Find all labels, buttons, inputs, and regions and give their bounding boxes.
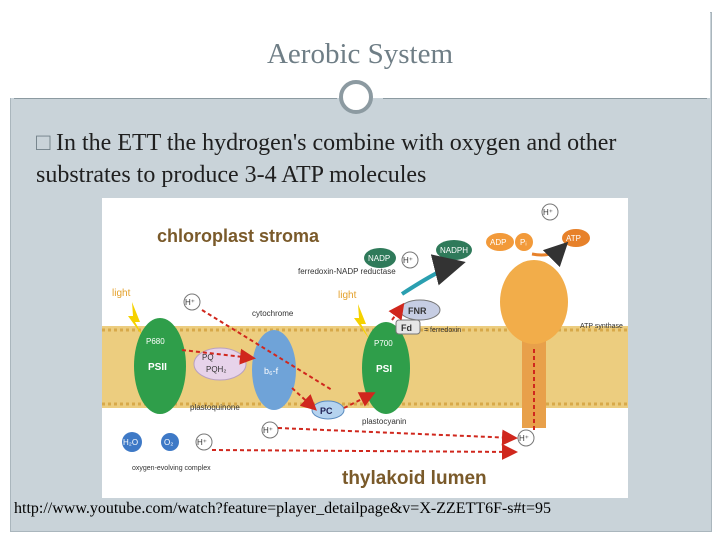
ring-ornament-icon xyxy=(339,80,373,114)
adp-blob xyxy=(486,233,514,251)
cytochrome-label: cytochrome xyxy=(252,309,294,318)
h2o-label: H₂O xyxy=(123,438,138,447)
fnr-reductase-label: ferredoxin-NADP reductase xyxy=(298,267,396,276)
bullet-text: In the ETT the hydrogen's combine with o… xyxy=(36,130,617,188)
svg-text:H⁺: H⁺ xyxy=(403,256,413,265)
p680-label: P680 xyxy=(146,337,165,346)
ferredoxin-label: = ferredoxin xyxy=(424,327,461,334)
light-bolt-right-icon xyxy=(354,304,370,340)
plastocyanin-label: plastocyanin xyxy=(362,417,406,426)
nadp-blob xyxy=(364,248,396,268)
svg-text:H⁺: H⁺ xyxy=(263,426,273,435)
svg-text:H⁺: H⁺ xyxy=(519,434,529,443)
fnr-label: FNR xyxy=(408,306,427,316)
nadph-label: NADPH xyxy=(440,246,468,255)
nadph-arrow xyxy=(400,254,466,296)
plastoquinone-label: plastoquinone xyxy=(190,403,240,412)
psii-label: PSII xyxy=(148,362,167,373)
light-label-left: light xyxy=(112,288,131,299)
video-url: http://www.youtube.com/watch?feature=pla… xyxy=(14,500,551,517)
adp-label: ADP xyxy=(490,238,506,247)
b6f-label: b₆-f xyxy=(264,366,279,376)
ferredoxin-box xyxy=(395,319,421,335)
pi-blob xyxy=(515,233,533,251)
lumen-label: thylakoid lumen xyxy=(342,468,487,489)
pi-label: Pᵢ xyxy=(520,238,527,247)
psi-label: PSI xyxy=(376,364,392,375)
title-divider-left xyxy=(14,98,337,99)
oxygen-blob xyxy=(161,433,179,451)
psii-complex xyxy=(134,318,186,414)
atp-synthase-head xyxy=(500,260,568,344)
nadp-label: NADP xyxy=(368,254,390,263)
p700-label: P700 xyxy=(374,339,393,348)
diagram-svg: chloroplast stroma thylakoid lumen light… xyxy=(102,203,628,489)
light-label-right: light xyxy=(338,290,357,301)
atp-arrow xyxy=(531,241,569,268)
stroma-label: chloroplast stroma xyxy=(157,226,320,246)
slide-title: Aerobic System xyxy=(266,38,454,70)
proton-markers: H⁺ H⁺ H⁺ H⁺ H⁺ H⁺ xyxy=(183,203,559,451)
psi-complex xyxy=(362,322,410,414)
title-divider-right xyxy=(383,98,707,99)
svg-text:H⁺: H⁺ xyxy=(197,438,207,447)
atp-synthase-label: ATP synthase xyxy=(580,323,623,330)
atp-blob xyxy=(562,229,590,247)
atp-label: ATP xyxy=(566,234,581,243)
pq-label: PQ xyxy=(202,353,214,362)
cytochrome-complex xyxy=(252,330,296,410)
water-blob xyxy=(122,432,142,452)
bullet-paragraph: □In the ETT the hydrogen's combine with … xyxy=(36,127,696,191)
pqh2-label: PQH₂ xyxy=(206,365,226,374)
oec-label: oxygen-evolving complex xyxy=(132,465,211,472)
fd-label: Fd xyxy=(401,323,412,333)
svg-text:H⁺: H⁺ xyxy=(185,298,195,307)
o2-label: O₂ xyxy=(164,438,173,447)
pc-label: PC xyxy=(320,406,333,416)
svg-text:H⁺: H⁺ xyxy=(543,208,553,217)
light-bolt-left-icon xyxy=(128,302,144,338)
electron-flow-arrows xyxy=(181,302,535,460)
electron-transport-diagram: chloroplast stroma thylakoid lumen light… xyxy=(102,198,628,498)
missing-glyph-box-icon: □ xyxy=(36,130,51,156)
